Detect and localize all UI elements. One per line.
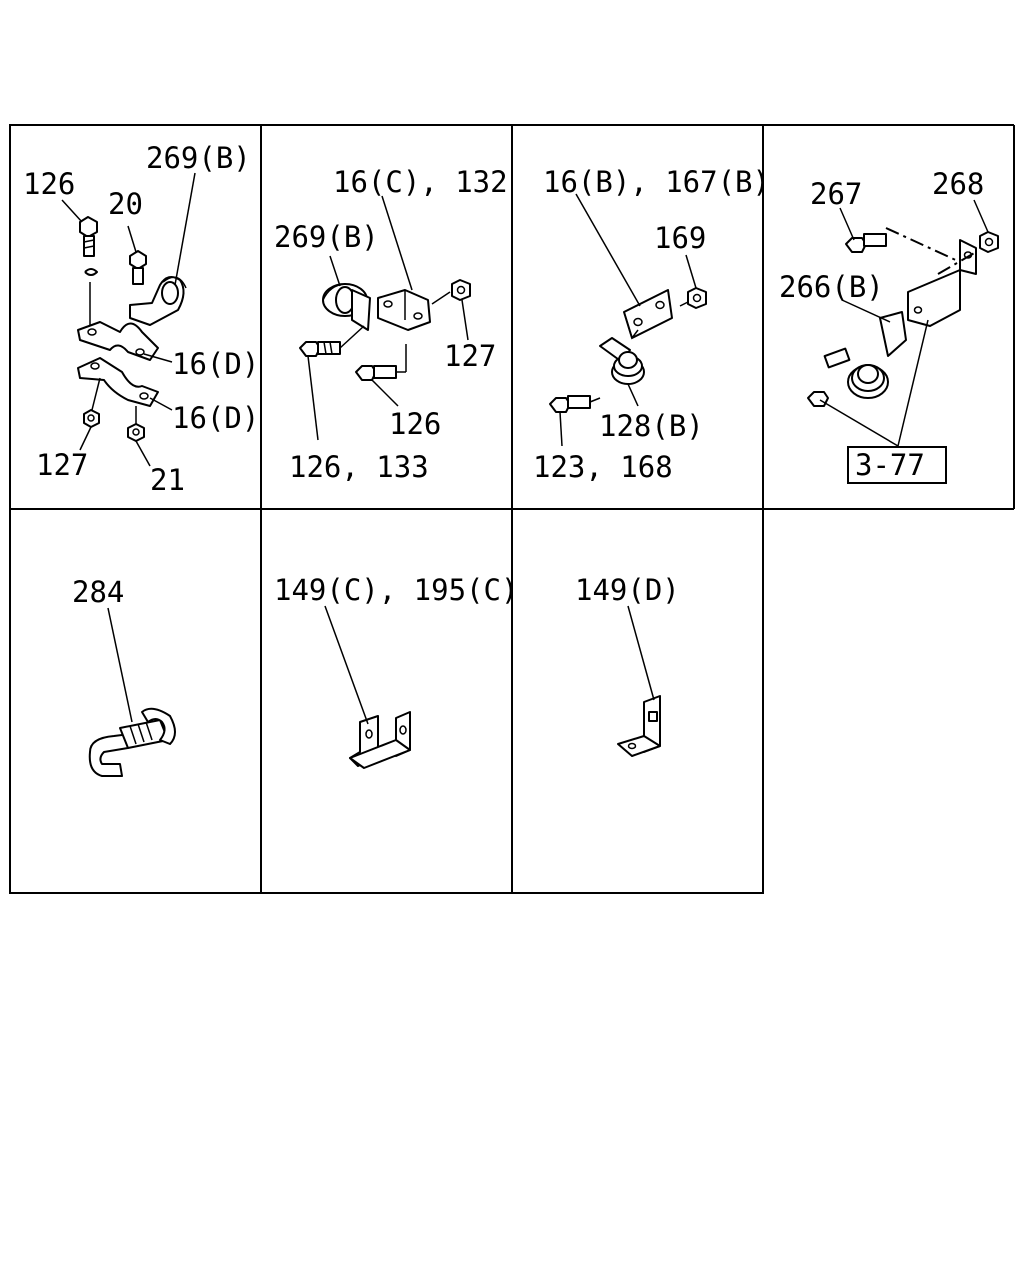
callout-16d-lower: 16(D) bbox=[172, 401, 259, 435]
bracket-149c-195c-part bbox=[349, 711, 411, 769]
callout-21: 21 bbox=[150, 463, 185, 497]
bolt-123-168-part bbox=[549, 395, 591, 413]
panel-3: 16(B), 167(B) 169 128(B) 123, 168 bbox=[533, 165, 770, 484]
bolt-20-part bbox=[129, 250, 147, 285]
callout-127: 127 bbox=[444, 339, 496, 373]
callout-149c-195c: 149(C), 195(C) bbox=[274, 573, 518, 607]
callout-128b: 128(B) bbox=[599, 409, 704, 443]
bolt-126-part bbox=[355, 365, 397, 381]
bolt-part bbox=[807, 347, 851, 407]
callout-149d: 149(D) bbox=[575, 573, 680, 607]
nut-127-part bbox=[83, 409, 100, 428]
callout-127: 127 bbox=[36, 448, 88, 482]
bolt-267-part bbox=[845, 233, 887, 253]
nut-127-part bbox=[451, 279, 471, 301]
panel-1: 126 20 269(B) 16(D) 16(D) 127 21 bbox=[23, 141, 259, 497]
callout-284: 284 bbox=[72, 575, 124, 609]
callout-16c-132: 16(C), 132 bbox=[333, 165, 508, 199]
bracket-16b-part bbox=[623, 289, 673, 340]
panel-5: 284 bbox=[72, 575, 176, 777]
callout-126-133: 126, 133 bbox=[289, 450, 429, 484]
bracket-16d-lower-part bbox=[77, 357, 159, 407]
callout-169: 169 bbox=[654, 221, 706, 255]
nut-268-part bbox=[979, 231, 999, 253]
bracket-16d-upper-part bbox=[77, 321, 159, 361]
clamp-269b-part bbox=[322, 283, 371, 331]
callout-16d-upper: 16(D) bbox=[172, 347, 259, 381]
clamp-266b-part bbox=[847, 311, 907, 399]
bolt-126-133-part bbox=[299, 341, 341, 357]
callout-268: 268 bbox=[932, 167, 984, 201]
callout-16b-167b: 16(B), 167(B) bbox=[543, 165, 770, 199]
callout-123-168: 123, 168 bbox=[533, 450, 673, 484]
bolt-126-part bbox=[79, 216, 98, 257]
callout-126: 126 bbox=[389, 407, 441, 441]
bracket-16c-part bbox=[377, 289, 431, 331]
reference-3-77[interactable]: 3-77 bbox=[855, 448, 925, 482]
grid-frame bbox=[9, 124, 1015, 894]
reference-box bbox=[847, 446, 947, 484]
panel-2: 16(C), 132 269(B) 127 126 126, 133 bbox=[274, 165, 508, 484]
callout-269b: 269(B) bbox=[274, 220, 379, 254]
clip-284-part bbox=[88, 707, 176, 777]
callout-266b: 266(B) bbox=[779, 270, 884, 304]
callout-126: 126 bbox=[23, 167, 75, 201]
panel-6: 149(C), 195(C) bbox=[274, 573, 518, 769]
clamp-269b-part bbox=[129, 275, 187, 326]
clamp-128b-part bbox=[599, 337, 645, 385]
callout-269b: 269(B) bbox=[146, 141, 251, 175]
bracket-149d-part bbox=[617, 695, 661, 757]
panel-7: 149(D) bbox=[575, 573, 680, 757]
nut-21-part bbox=[127, 423, 145, 442]
panel-4: 267 268 266(B) 3-77 bbox=[779, 167, 999, 484]
callout-20: 20 bbox=[108, 187, 143, 221]
washer-part bbox=[84, 268, 98, 276]
nut-169-part bbox=[687, 287, 707, 309]
callout-267: 267 bbox=[810, 177, 862, 211]
